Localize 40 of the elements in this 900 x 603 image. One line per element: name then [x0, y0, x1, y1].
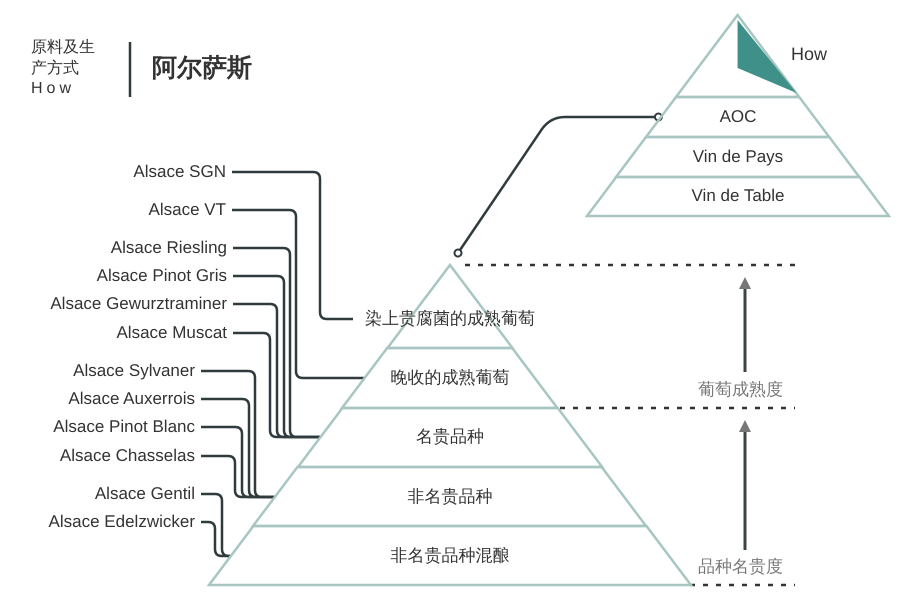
- leader-line: [201, 454, 276, 498]
- tier-label: 非名贵品种: [406, 486, 494, 508]
- axis-label: 品种名贵度: [698, 556, 783, 577]
- segment-label: How: [791, 43, 828, 65]
- section-heading: 原料及生产方式: [31, 38, 96, 79]
- section-subheading: How: [31, 79, 76, 99]
- connector-line: [454, 112, 663, 258]
- axis-label: 葡萄成熟度: [698, 379, 783, 400]
- wine-label: Alsace Pinot Gris: [96, 265, 227, 287]
- leader-line: [232, 170, 353, 320]
- wine-label: Alsace VT: [148, 199, 226, 221]
- wine-label: Alsace Sylvaner: [73, 360, 195, 382]
- wine-label: Alsace Edelzwicker: [48, 511, 195, 533]
- wine-label: Alsace Riesling: [110, 237, 227, 259]
- wine-label: Alsace Auxerrois: [68, 388, 195, 410]
- pyramid-tier: [342, 348, 558, 408]
- tier-label: 名贵品种: [414, 426, 485, 448]
- title: 阿尔萨斯: [152, 53, 252, 84]
- pyramid-tier: [587, 177, 889, 216]
- wine-label: Alsace SGN: [133, 161, 226, 183]
- leader-line: [201, 492, 231, 558]
- tier-label: AOC: [718, 106, 758, 128]
- pyramid-tier: [253, 467, 647, 526]
- wine-label: Alsace Muscat: [116, 322, 227, 344]
- pyramid-tier: [209, 526, 691, 585]
- leader-line: [201, 520, 231, 558]
- pyramid-tier: [646, 97, 830, 137]
- tier-label: Vin de Table: [690, 185, 786, 207]
- tier-label: Vin de Pays: [692, 146, 784, 168]
- tier-label: 染上贵腐菌的成熟葡萄: [364, 308, 536, 330]
- leader-line: [233, 332, 320, 438]
- wine-label: Alsace Pinot Blanc: [53, 416, 195, 438]
- wine-label: Alsace Gewurztraminer: [50, 293, 227, 315]
- pyramid-tier: [298, 408, 602, 467]
- wine-label: Alsace Chasselas: [60, 445, 195, 467]
- tier-label: 晚收的成熟葡萄: [389, 367, 510, 389]
- wine-label: Alsace Gentil: [94, 483, 195, 505]
- leader-line: [232, 208, 365, 380]
- pyramid-tier: [616, 137, 860, 177]
- tier-label: 非名贵品种混酿: [389, 545, 510, 567]
